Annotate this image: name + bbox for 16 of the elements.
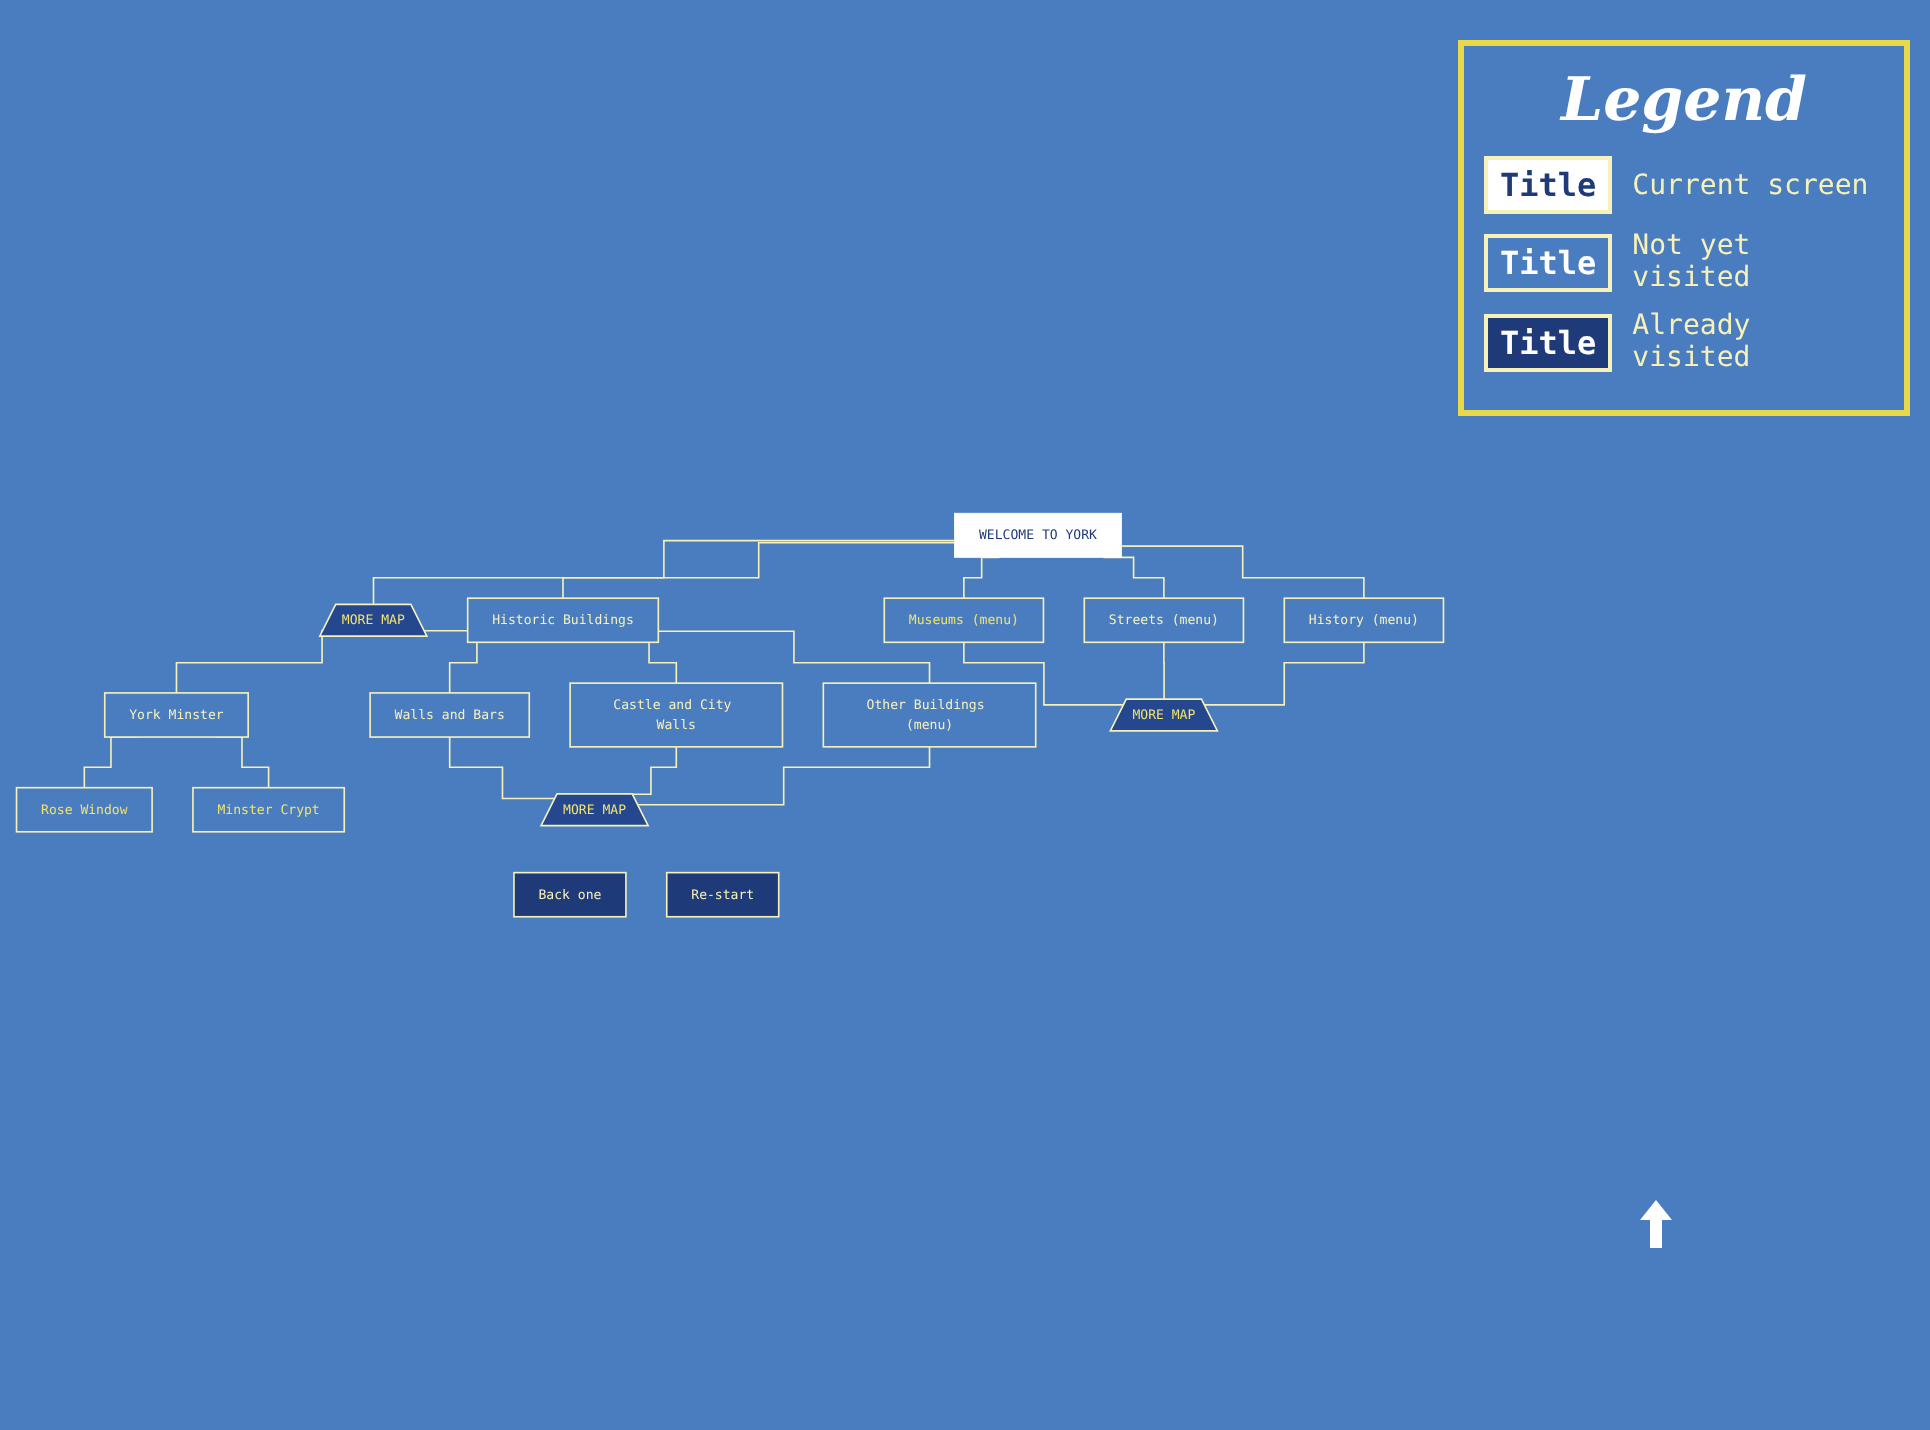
connector xyxy=(963,641,1125,706)
legend-text: Current screen xyxy=(1632,169,1869,201)
connector xyxy=(1163,641,1166,701)
connector xyxy=(372,539,956,606)
legend-swatch: Title xyxy=(1484,313,1613,371)
legend-swatch: Title xyxy=(1484,233,1613,291)
connector xyxy=(637,746,931,806)
legend-text: Already visited xyxy=(1632,310,1753,374)
connector xyxy=(1203,641,1365,706)
connector xyxy=(448,736,557,800)
connector xyxy=(657,630,931,684)
connector xyxy=(1120,545,1365,599)
legend-title: Legend xyxy=(1557,66,1810,136)
connector xyxy=(562,541,956,599)
legend-text: Not yet visited xyxy=(1632,230,1753,294)
legend-swatch: Title xyxy=(1484,156,1613,214)
